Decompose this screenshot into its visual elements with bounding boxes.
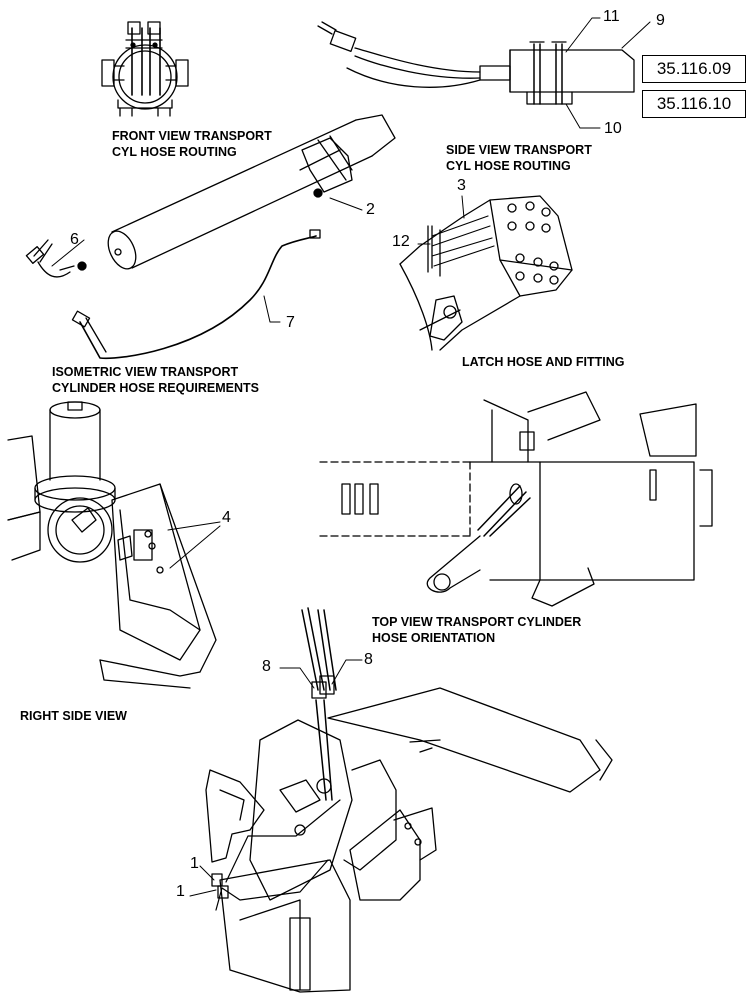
top-view-drawing	[319, 391, 713, 607]
side-view-caption: SIDE VIEW TRANSPORT CYL HOSE ROUTING	[446, 142, 592, 174]
isometric-caption: ISOMETRIC VIEW TRANSPORT CYLINDER HOSE R…	[52, 364, 259, 396]
latch-caption-line-1: LATCH HOSE AND FITTING	[462, 355, 625, 369]
reference-box-1[interactable]: 35.116.09	[642, 55, 746, 83]
hose-assembly-drawing	[205, 607, 613, 993]
callout-12: 12	[392, 233, 410, 250]
right-side-view-drawing	[7, 401, 217, 689]
front-view-drawing	[101, 21, 189, 117]
side-view-caption-line-1: SIDE VIEW TRANSPORT	[446, 143, 592, 157]
front-view-caption-line-1: FRONT VIEW TRANSPORT	[112, 129, 272, 143]
side-view-drawing	[317, 21, 635, 105]
callout-8-right: 8	[364, 651, 373, 668]
right-side-caption-line-1: RIGHT SIDE VIEW	[20, 709, 127, 723]
callout-7: 7	[286, 314, 295, 331]
reference-box-2[interactable]: 35.116.10	[642, 90, 746, 118]
callout-9: 9	[656, 12, 665, 29]
callout-10: 10	[604, 120, 622, 137]
callout-11: 11	[603, 8, 620, 25]
isometric-caption-line-2: CYLINDER HOSE REQUIREMENTS	[52, 381, 259, 395]
callout-4: 4	[222, 509, 231, 526]
callout-2: 2	[366, 201, 375, 218]
front-view-caption: FRONT VIEW TRANSPORT CYL HOSE ROUTING	[112, 128, 272, 160]
callout-6: 6	[70, 231, 79, 248]
callout-8-left: 8	[262, 658, 271, 675]
isometric-view-drawing	[25, 114, 396, 360]
leader-lines	[51, 17, 651, 897]
callout-1-lower: 1	[176, 883, 185, 900]
isometric-caption-line-1: ISOMETRIC VIEW TRANSPORT	[52, 365, 239, 379]
right-side-caption: RIGHT SIDE VIEW	[20, 708, 127, 724]
latch-drawing	[399, 195, 573, 351]
top-view-caption-line-2: HOSE ORIENTATION	[372, 631, 496, 645]
callout-3: 3	[457, 177, 466, 194]
latch-caption: LATCH HOSE AND FITTING	[462, 354, 625, 370]
callout-1-upper: 1	[190, 855, 199, 872]
front-view-caption-line-2: CYL HOSE ROUTING	[112, 145, 237, 159]
top-view-caption: TOP VIEW TRANSPORT CYLINDER HOSE ORIENTA…	[372, 614, 581, 646]
top-view-caption-line-1: TOP VIEW TRANSPORT CYLINDER	[372, 615, 582, 629]
side-view-caption-line-2: CYL HOSE ROUTING	[446, 159, 571, 173]
